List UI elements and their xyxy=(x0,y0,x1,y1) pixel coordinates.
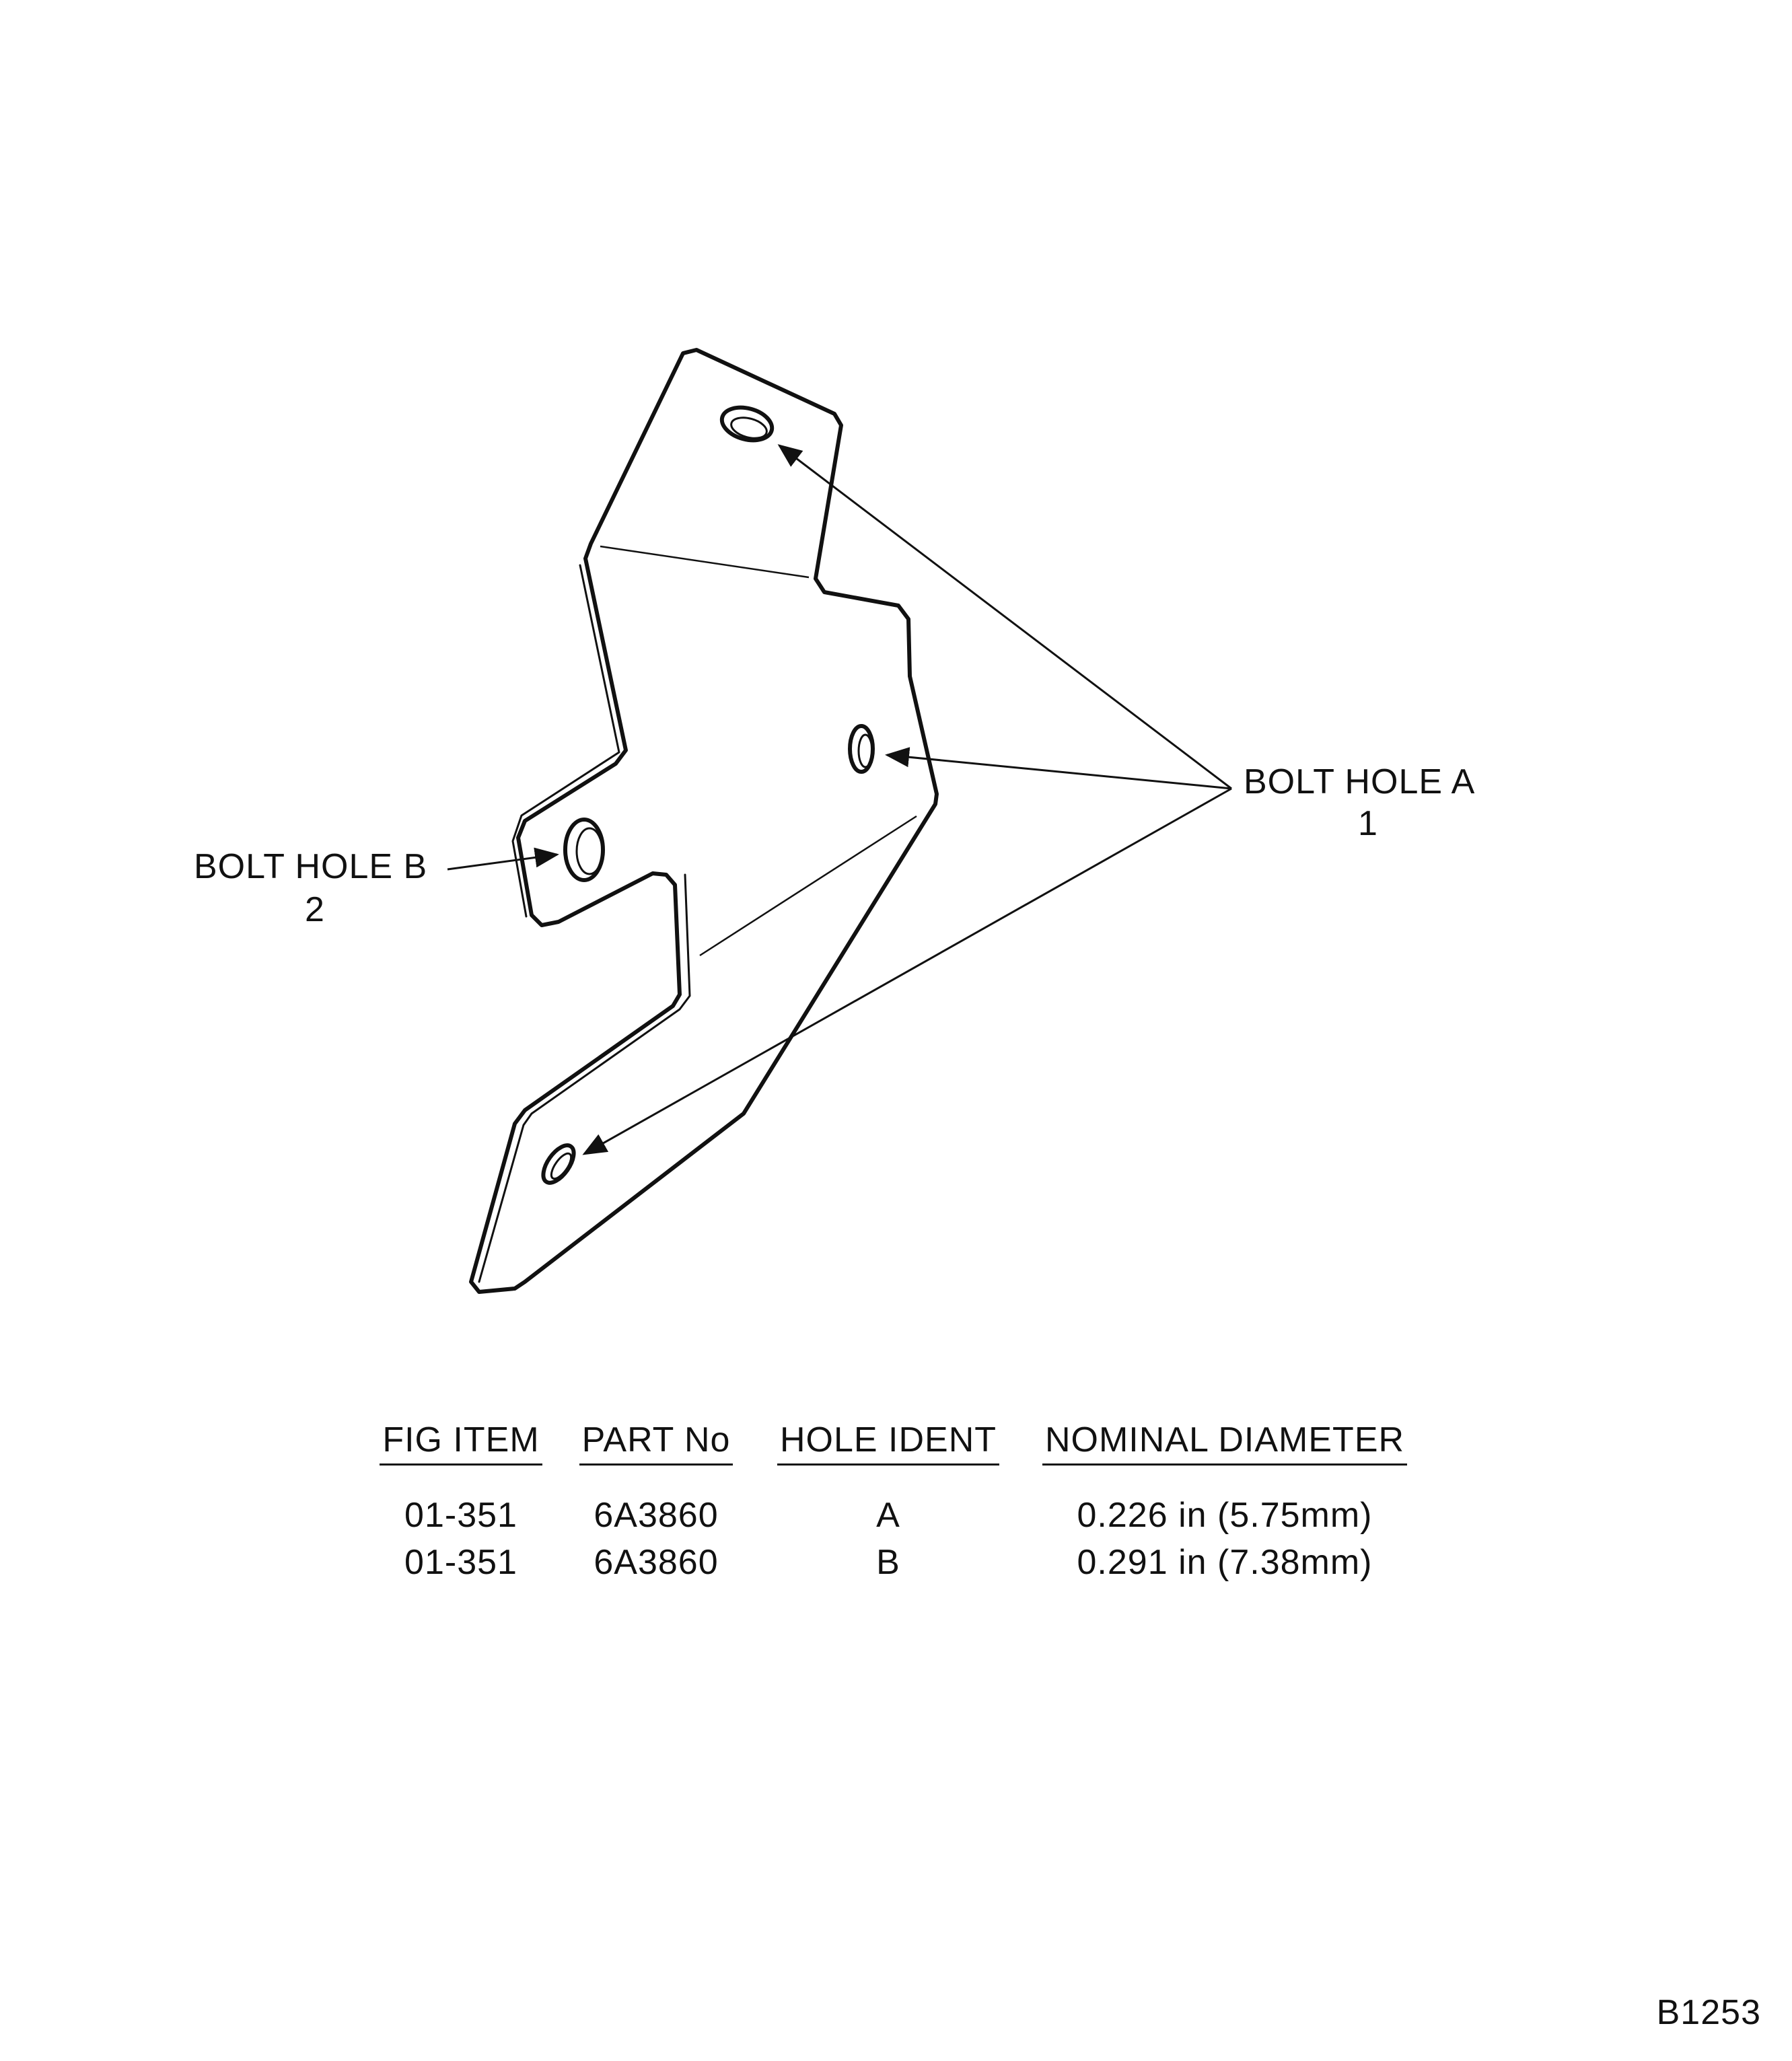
cell-nominal-diameter: 0.291 in (7.38mm) xyxy=(1077,1543,1373,1582)
bolt-hole-a-callout: BOLT HOLE A 1 xyxy=(1244,764,1493,841)
drawing-reference-number: B1253 xyxy=(1656,1993,1761,2032)
cell-hole-ident: B xyxy=(876,1543,900,1582)
bolt-hole-a-top xyxy=(719,405,775,443)
bolt-hole-b-number: 2 xyxy=(305,890,325,929)
header-part-no: PART No xyxy=(559,1420,754,1466)
cell-part-no: 6A3860 xyxy=(594,1543,719,1582)
bracket-inner-edge xyxy=(511,564,620,918)
table-row: 01-351 6A3860 A 0.226 in (5.75mm) xyxy=(363,1466,1427,1535)
table-row: 01-351 6A3860 B 0.291 in (7.38mm) xyxy=(363,1535,1427,1583)
cell-fig-item: 01-351 xyxy=(404,1496,517,1535)
bend-line-upper xyxy=(600,545,810,579)
bolt-hole-a-label: BOLT HOLE A xyxy=(1244,762,1476,801)
bolt-hole-b xyxy=(563,818,605,882)
table-header-row: FIG ITEM PART No HOLE IDENT NOMINAL DIAM… xyxy=(363,1420,1427,1466)
bolt-hole-a-number: 1 xyxy=(1358,804,1378,843)
leader-a-top xyxy=(777,444,1232,790)
cell-fig-item: 01-351 xyxy=(404,1543,517,1582)
bend-line-lower xyxy=(699,815,917,957)
bolt-hole-a-bottom xyxy=(541,1143,576,1185)
bolt-hole-b-label: BOLT HOLE B xyxy=(194,847,428,886)
hole-spec-table: FIG ITEM PART No HOLE IDENT NOMINAL DIAM… xyxy=(363,1420,1427,1583)
cell-hole-ident: A xyxy=(876,1496,900,1535)
leader-a-bottom xyxy=(582,787,1232,1155)
cell-part-no: 6A3860 xyxy=(594,1496,719,1535)
bracket-outline xyxy=(469,348,939,1294)
header-fig-item: FIG ITEM xyxy=(363,1420,559,1466)
bolt-hole-b-callout: BOLT HOLE B 2 xyxy=(194,849,436,927)
leader-b xyxy=(447,847,559,871)
cell-nominal-diameter: 0.226 in (5.75mm) xyxy=(1077,1496,1373,1535)
header-nominal-diameter: NOMINAL DIAMETER xyxy=(1023,1420,1427,1466)
leader-a-middle xyxy=(885,747,1232,790)
bolt-hole-a-middle xyxy=(848,724,875,774)
header-hole-ident: HOLE IDENT xyxy=(754,1420,1023,1466)
bracket-inner-edge-lower xyxy=(478,873,691,1283)
